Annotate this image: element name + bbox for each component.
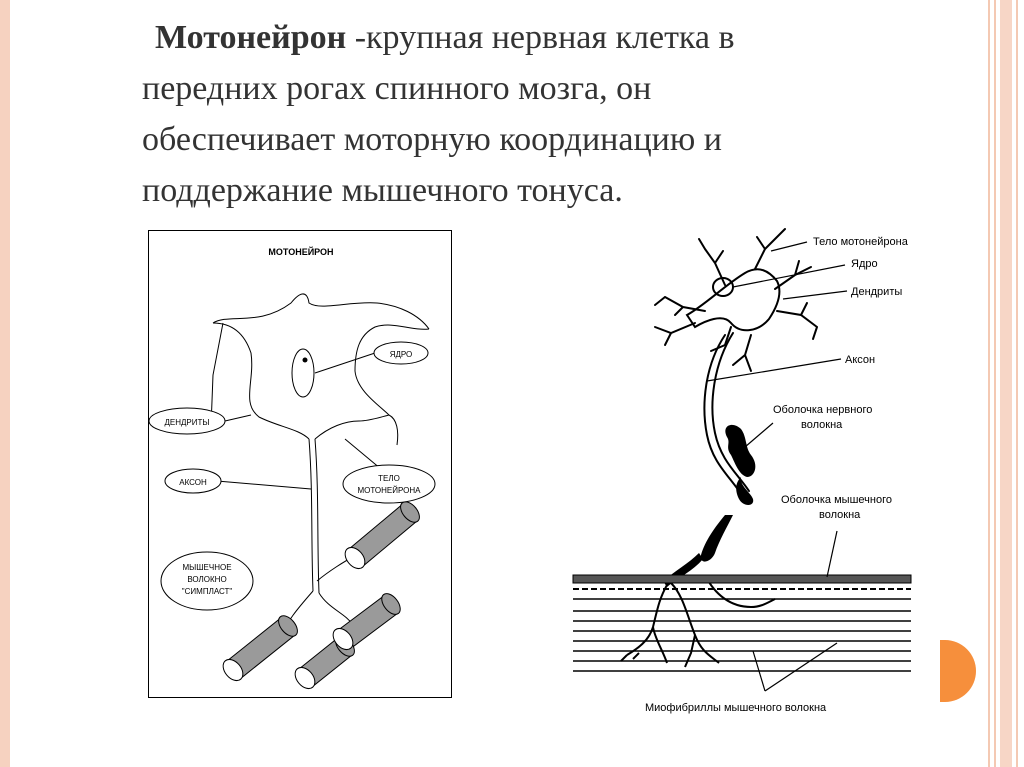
label-nucleus: Ядро: [851, 258, 878, 270]
motoneuron-anatomy-svg: Тело мотонейрона Ядро Дендриты Аксон Обо…: [572, 228, 912, 714]
muscle-cylinder-bottom-right: [294, 593, 401, 690]
muscle-fiber-label-bubble: [160, 551, 254, 611]
nucleus-label-bubble: [373, 341, 429, 365]
motoneuron-schematic-figure: МОТОНЕЙРОН: [148, 230, 452, 698]
slide-heading: Мотонейрон -крупная нервная клетка в пер…: [142, 12, 972, 216]
label-axon: Аксон: [845, 354, 875, 366]
muscle-cylinder-top: [344, 501, 420, 570]
label-muscle-sheath-2: волокна: [819, 509, 861, 521]
heading-line-1: -крупная нервная клетка в: [346, 19, 735, 56]
label-nerve-sheath-2: волокна: [801, 419, 843, 431]
label-neuron-body: Тело мотонейрона: [813, 236, 909, 248]
axon-label: АКСОН: [179, 478, 207, 487]
muscle-cylinder-bottom-left: [222, 615, 298, 682]
slide-decorative-stripes: [982, 0, 1024, 767]
anatomy-leader-lines: [706, 241, 848, 692]
motoneuron-schematic-svg: МОТОНЕЙРОН: [148, 246, 436, 690]
body-label-bubble: [342, 464, 436, 504]
heading-line-4: поддержание мышечного тонуса.: [142, 172, 623, 209]
axon-label-bubble: [164, 468, 222, 494]
motoneuron-anatomy-figure: Тело мотонейрона Ядро Дендриты Аксон Обо…: [555, 215, 955, 730]
muscle-fiber-label-line-1: МЫШЕЧНОЕ: [182, 563, 231, 572]
schematic-title: МОТОНЕЙРОН: [268, 246, 333, 257]
heading-line-2: передних рогах спинного мозга, он: [142, 70, 652, 107]
axon-terminals: [620, 574, 776, 668]
muscle-fiber-label-line-3: "СИМПЛАСТ": [182, 587, 233, 596]
leader-lines: [216, 352, 382, 490]
label-muscle-sheath-1: Оболочка мышечного: [781, 494, 892, 506]
nucleus-label: ЯДРО: [390, 350, 413, 359]
dendrites-label: ДЕНДРИТЫ: [164, 418, 209, 427]
muscle-fiber-label-line-2: ВОЛОКНО: [187, 575, 226, 584]
heading-line-3: обеспечивает моторную координацию и: [142, 121, 722, 158]
heading-term: Мотонейрон: [155, 19, 347, 56]
nucleus-ellipse: [291, 348, 315, 398]
body-label-line-1: ТЕЛО: [378, 474, 400, 483]
body-label-line-2: МОТОНЕЙРОНА: [358, 486, 422, 495]
slide-border-left: [0, 0, 10, 767]
label-myofibrils: Миофибриллы мышечного волокна: [645, 702, 827, 714]
nucleolus-dot: [302, 357, 308, 363]
myelin-sheath: [663, 424, 756, 587]
label-nerve-sheath-1: Оболочка нервного: [773, 404, 872, 416]
label-dendrites: Дендриты: [851, 286, 902, 298]
muscle-fiber: [572, 574, 912, 672]
dendrites-label-bubble: [148, 407, 226, 435]
